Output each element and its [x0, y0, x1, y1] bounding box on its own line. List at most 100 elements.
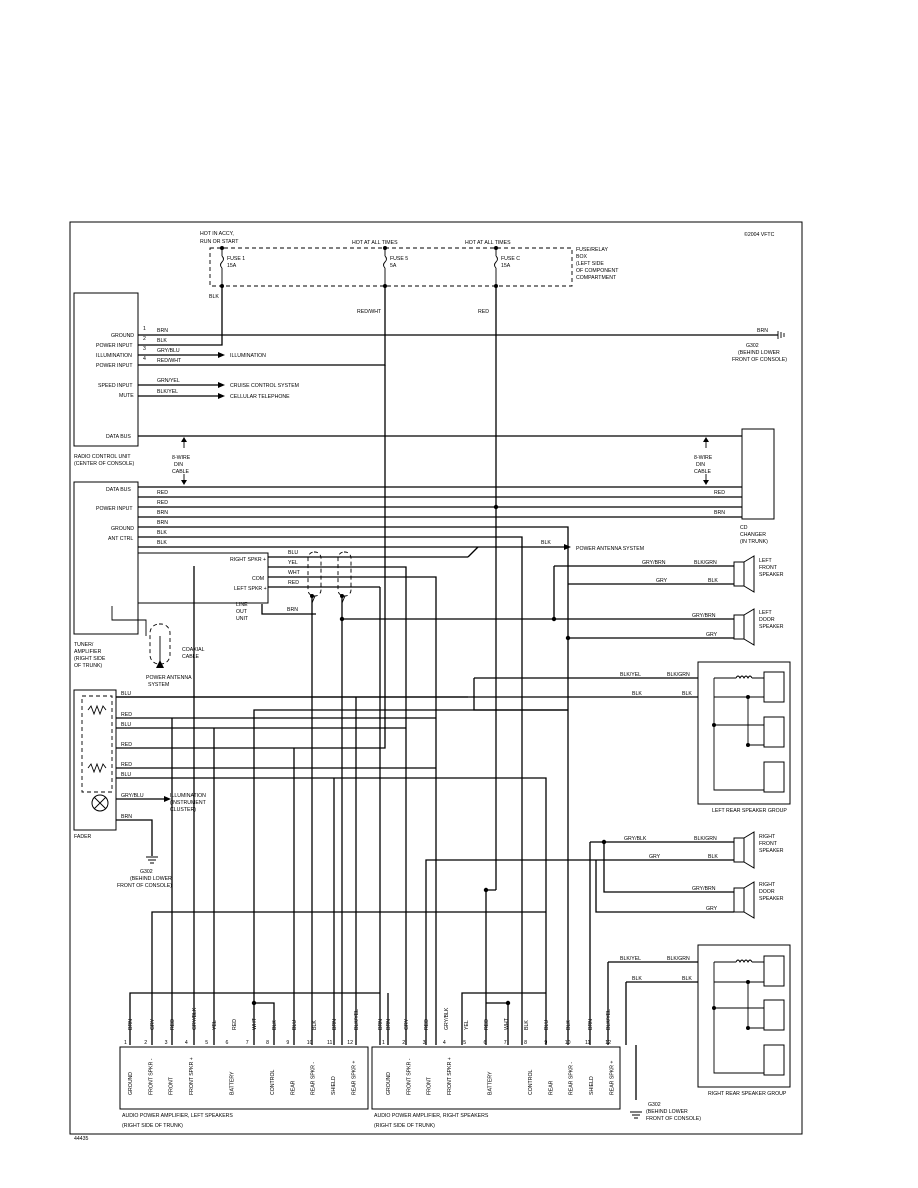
- wire: [473, 678, 568, 711]
- pin-label: POWER INPUT: [96, 506, 133, 512]
- ground-location: FRONT OF CONSOLE): [646, 1116, 701, 1122]
- pin-number: 4: [143, 356, 146, 362]
- amp-wire-label: BLU: [544, 1020, 550, 1030]
- ground-location: (BEHIND LOWER: [130, 876, 172, 882]
- fuse5-rating: 5A: [390, 263, 397, 269]
- fuse1-rating: 15A: [227, 263, 237, 269]
- amp-pin-number: 1: [382, 1040, 385, 1046]
- amp-wire-label: RED: [484, 1019, 490, 1030]
- left-door-speaker: GRY/BRN GRY LEFT DOOR SPEAKER: [554, 608, 784, 646]
- speaker-name: LEFT: [759, 610, 773, 616]
- wire-label: YEL: [288, 560, 298, 566]
- speaker-name: SPEAKER: [759, 848, 784, 854]
- illum-target: ILLUMINATION: [170, 793, 206, 799]
- din-label: 8-WIRE: [172, 455, 191, 461]
- speaker-icon: [763, 671, 785, 703]
- amp-wire-label: WHT: [252, 1017, 258, 1030]
- fuse-box-outline: [209, 247, 573, 287]
- amp-pin-label: SHIELD: [589, 1076, 595, 1095]
- pin-number: 2: [143, 336, 146, 342]
- ground-location: (BEHIND LOWER: [738, 350, 780, 356]
- pin-label: GROUND: [111, 526, 134, 532]
- wire-label: BLK: [682, 976, 692, 982]
- ground-label: G302: [140, 869, 153, 875]
- wire-label: BRN: [287, 607, 298, 613]
- wire-label: BLU: [121, 722, 131, 728]
- resistor-icon: [87, 704, 107, 716]
- amp-wire-label: BLK: [566, 1020, 572, 1030]
- amp-wire-label: BLU: [292, 1020, 298, 1030]
- line-out-name: UNIT: [236, 616, 249, 622]
- wire-label: BLK: [157, 540, 167, 546]
- shield-icon: [337, 551, 352, 597]
- hot-acc-label-2: RUN OR START: [200, 239, 239, 245]
- ground-location: (BEHIND LOWER: [646, 1109, 688, 1115]
- amp-pin-label: FRONT SPKR +: [189, 1057, 195, 1095]
- amp-wire-label: YEL: [464, 1020, 470, 1030]
- wire-brn-gnd: [261, 604, 316, 615]
- speaker-name: RIGHT: [759, 834, 776, 840]
- wire: [129, 992, 380, 1045]
- wire-yel: [268, 566, 407, 1045]
- speaker-icon: [733, 837, 745, 863]
- tuner-name: AMPLIFIER: [74, 649, 102, 655]
- wire: [425, 859, 604, 1045]
- amp-pin-label: CONTROL: [270, 1070, 276, 1095]
- cd-changer-name: CHANGER: [740, 532, 766, 538]
- amp-wire-label: GRY/BLK: [192, 1007, 198, 1030]
- pin-label: ANT CTRL: [108, 536, 133, 542]
- shield-icon: [307, 551, 322, 597]
- wire-label: GRY: [649, 854, 661, 860]
- tuner-name: TUNER/: [74, 642, 94, 648]
- illumination-target: ILLUMINATION: [230, 353, 266, 359]
- speaker-name: FRONT: [759, 841, 778, 847]
- line-out-box: [137, 552, 269, 604]
- din-label: CABLE: [172, 469, 190, 475]
- radio-unit-name: RADIO CONTROL UNIT: [74, 454, 131, 460]
- fuse-box-name: BOX: [576, 254, 587, 260]
- amp-pin-number: 3: [165, 1040, 168, 1046]
- wire-label: BRN: [121, 814, 132, 820]
- amp-pin-number: 8: [266, 1040, 269, 1046]
- fuse-box-name: COMPARTMENT: [576, 275, 617, 281]
- wire-label: BLK/GRN: [694, 836, 717, 842]
- pin-label: LEFT SPKR +: [234, 586, 267, 592]
- amp-pin-number: 9: [544, 1040, 547, 1046]
- coax-line: [111, 606, 147, 636]
- illum-target: (INSTRUMENT: [170, 800, 207, 806]
- wire-blu-cross: [467, 546, 479, 558]
- line-out-name: OUT: [236, 609, 248, 615]
- amp-pin-label: REAR: [548, 1080, 554, 1095]
- pin-label: SPEED INPUT: [98, 383, 133, 389]
- amp-wire-label: BRN: [332, 1019, 338, 1030]
- hot-acc-label-1: HOT IN ACCY,: [200, 231, 234, 237]
- ground-icon: [630, 1111, 642, 1119]
- amp-pin-number: 6: [226, 1040, 229, 1046]
- antenna-label: POWER ANTENNA: [146, 675, 192, 681]
- speaker-group-box: [697, 944, 791, 1088]
- amp-pin-number: 11: [585, 1040, 590, 1046]
- group-name: LEFT REAR SPEAKER GROUP: [712, 808, 787, 814]
- amp-pin-label: FRONT: [427, 1076, 433, 1095]
- wire-label: GRY/BLK: [624, 836, 647, 842]
- splice: [746, 1026, 750, 1030]
- amp-wire-label: BRN: [588, 1019, 594, 1030]
- wire-label: BLK/YEL: [157, 389, 178, 395]
- speaker-icon: [763, 1044, 785, 1076]
- amp-left-wires: [129, 566, 568, 1045]
- fuse1-symbol: [220, 248, 224, 286]
- wire-label: WHT: [288, 570, 301, 576]
- speaker-icon: [763, 999, 785, 1031]
- fuse-box-name: (LEFT SIDE: [576, 261, 604, 267]
- right-front-speaker: GRY/BLK BLK/GRN GRY BLK RIGHT FRONT SPEA…: [589, 831, 784, 1045]
- arrow-icon: [703, 480, 709, 485]
- fuse-box-name: OF COMPONENT: [576, 268, 619, 274]
- amp-pin-number: 3: [423, 1040, 426, 1046]
- splice: [493, 504, 499, 510]
- amp-pin-label: GROUND: [386, 1072, 392, 1095]
- speaker-icon: [743, 881, 755, 919]
- wire-label: BRN: [157, 510, 168, 516]
